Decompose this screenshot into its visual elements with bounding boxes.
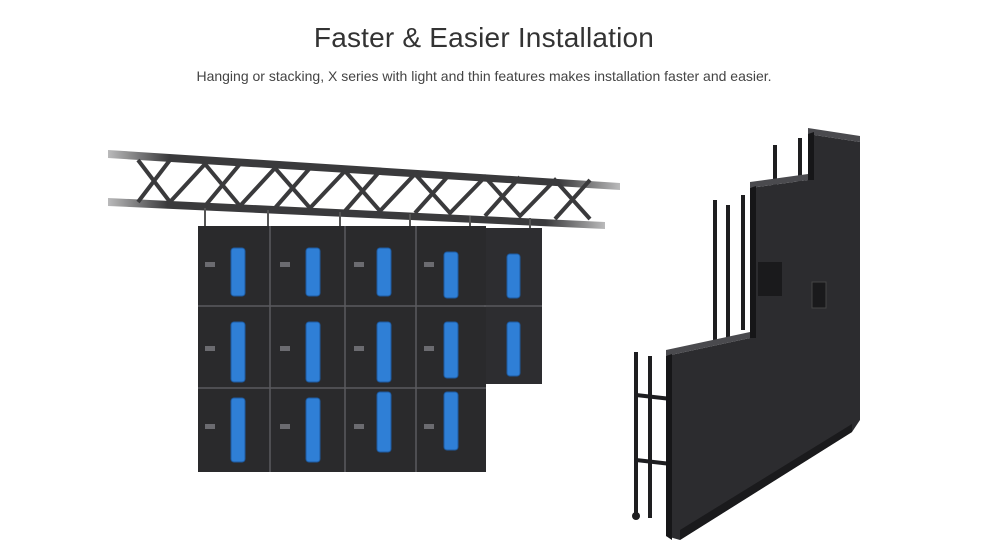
stacked-led-wall <box>666 134 860 540</box>
side-panel <box>811 281 827 309</box>
blue-modules <box>230 247 521 463</box>
control-box <box>758 262 782 296</box>
section-subtitle: Hanging or stacking, X series with light… <box>196 68 772 84</box>
hanging-installation-image <box>108 150 620 472</box>
truss-beam <box>108 150 620 229</box>
stacking-installation-image <box>632 128 860 540</box>
section-title: Faster & Easier Installation <box>313 22 655 53</box>
led-cabinet-wall <box>198 226 486 472</box>
